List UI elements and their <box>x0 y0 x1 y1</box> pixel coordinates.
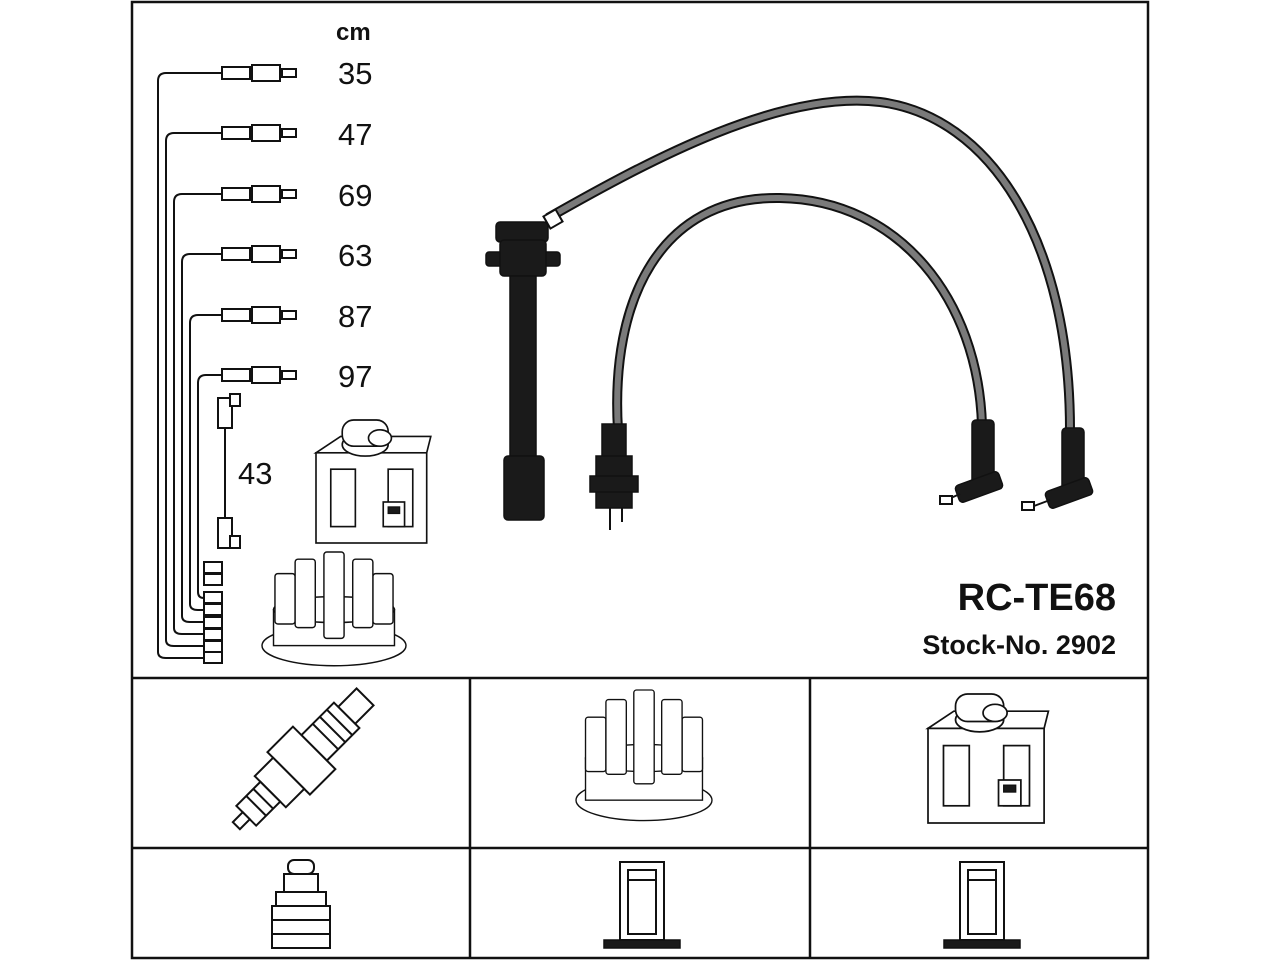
coil-lead-length: 43 <box>238 456 272 491</box>
part-code: RC-TE68 <box>958 577 1116 619</box>
stock-number: Stock-No. 2902 <box>922 630 1116 660</box>
cap-terminal-icon <box>603 861 681 949</box>
unit-label: cm <box>336 19 371 46</box>
distributor-boot <box>589 423 639 530</box>
lead-length: 35 <box>338 56 372 91</box>
lead-length: 63 <box>338 238 372 273</box>
spark-plug-icon <box>231 687 375 831</box>
lead-length: 87 <box>338 299 372 334</box>
plug-terminal-icon <box>271 859 331 949</box>
coil-terminal-icon <box>943 861 1021 949</box>
ignition-coil-icon <box>313 419 432 544</box>
coil-boot <box>485 208 564 521</box>
plug-boot-right <box>1021 427 1094 511</box>
lead-length: 47 <box>338 117 372 152</box>
distributor-terminals <box>203 561 223 664</box>
coil-lead <box>217 393 241 549</box>
ignition-coil-large-icon <box>925 693 1050 824</box>
lead-length-labels: 35 47 69 63 87 97 43 <box>238 56 372 491</box>
plug-boot-left <box>939 419 1004 505</box>
distributor-cap-large-icon <box>575 689 713 822</box>
distributor-cap-icon <box>261 551 407 667</box>
frame <box>130 0 1150 960</box>
lead-length: 97 <box>338 359 372 394</box>
lead-length: 69 <box>338 178 372 213</box>
ignition-cables <box>545 95 1075 431</box>
lead-connectors <box>221 64 297 384</box>
lead-schematic <box>157 64 297 664</box>
